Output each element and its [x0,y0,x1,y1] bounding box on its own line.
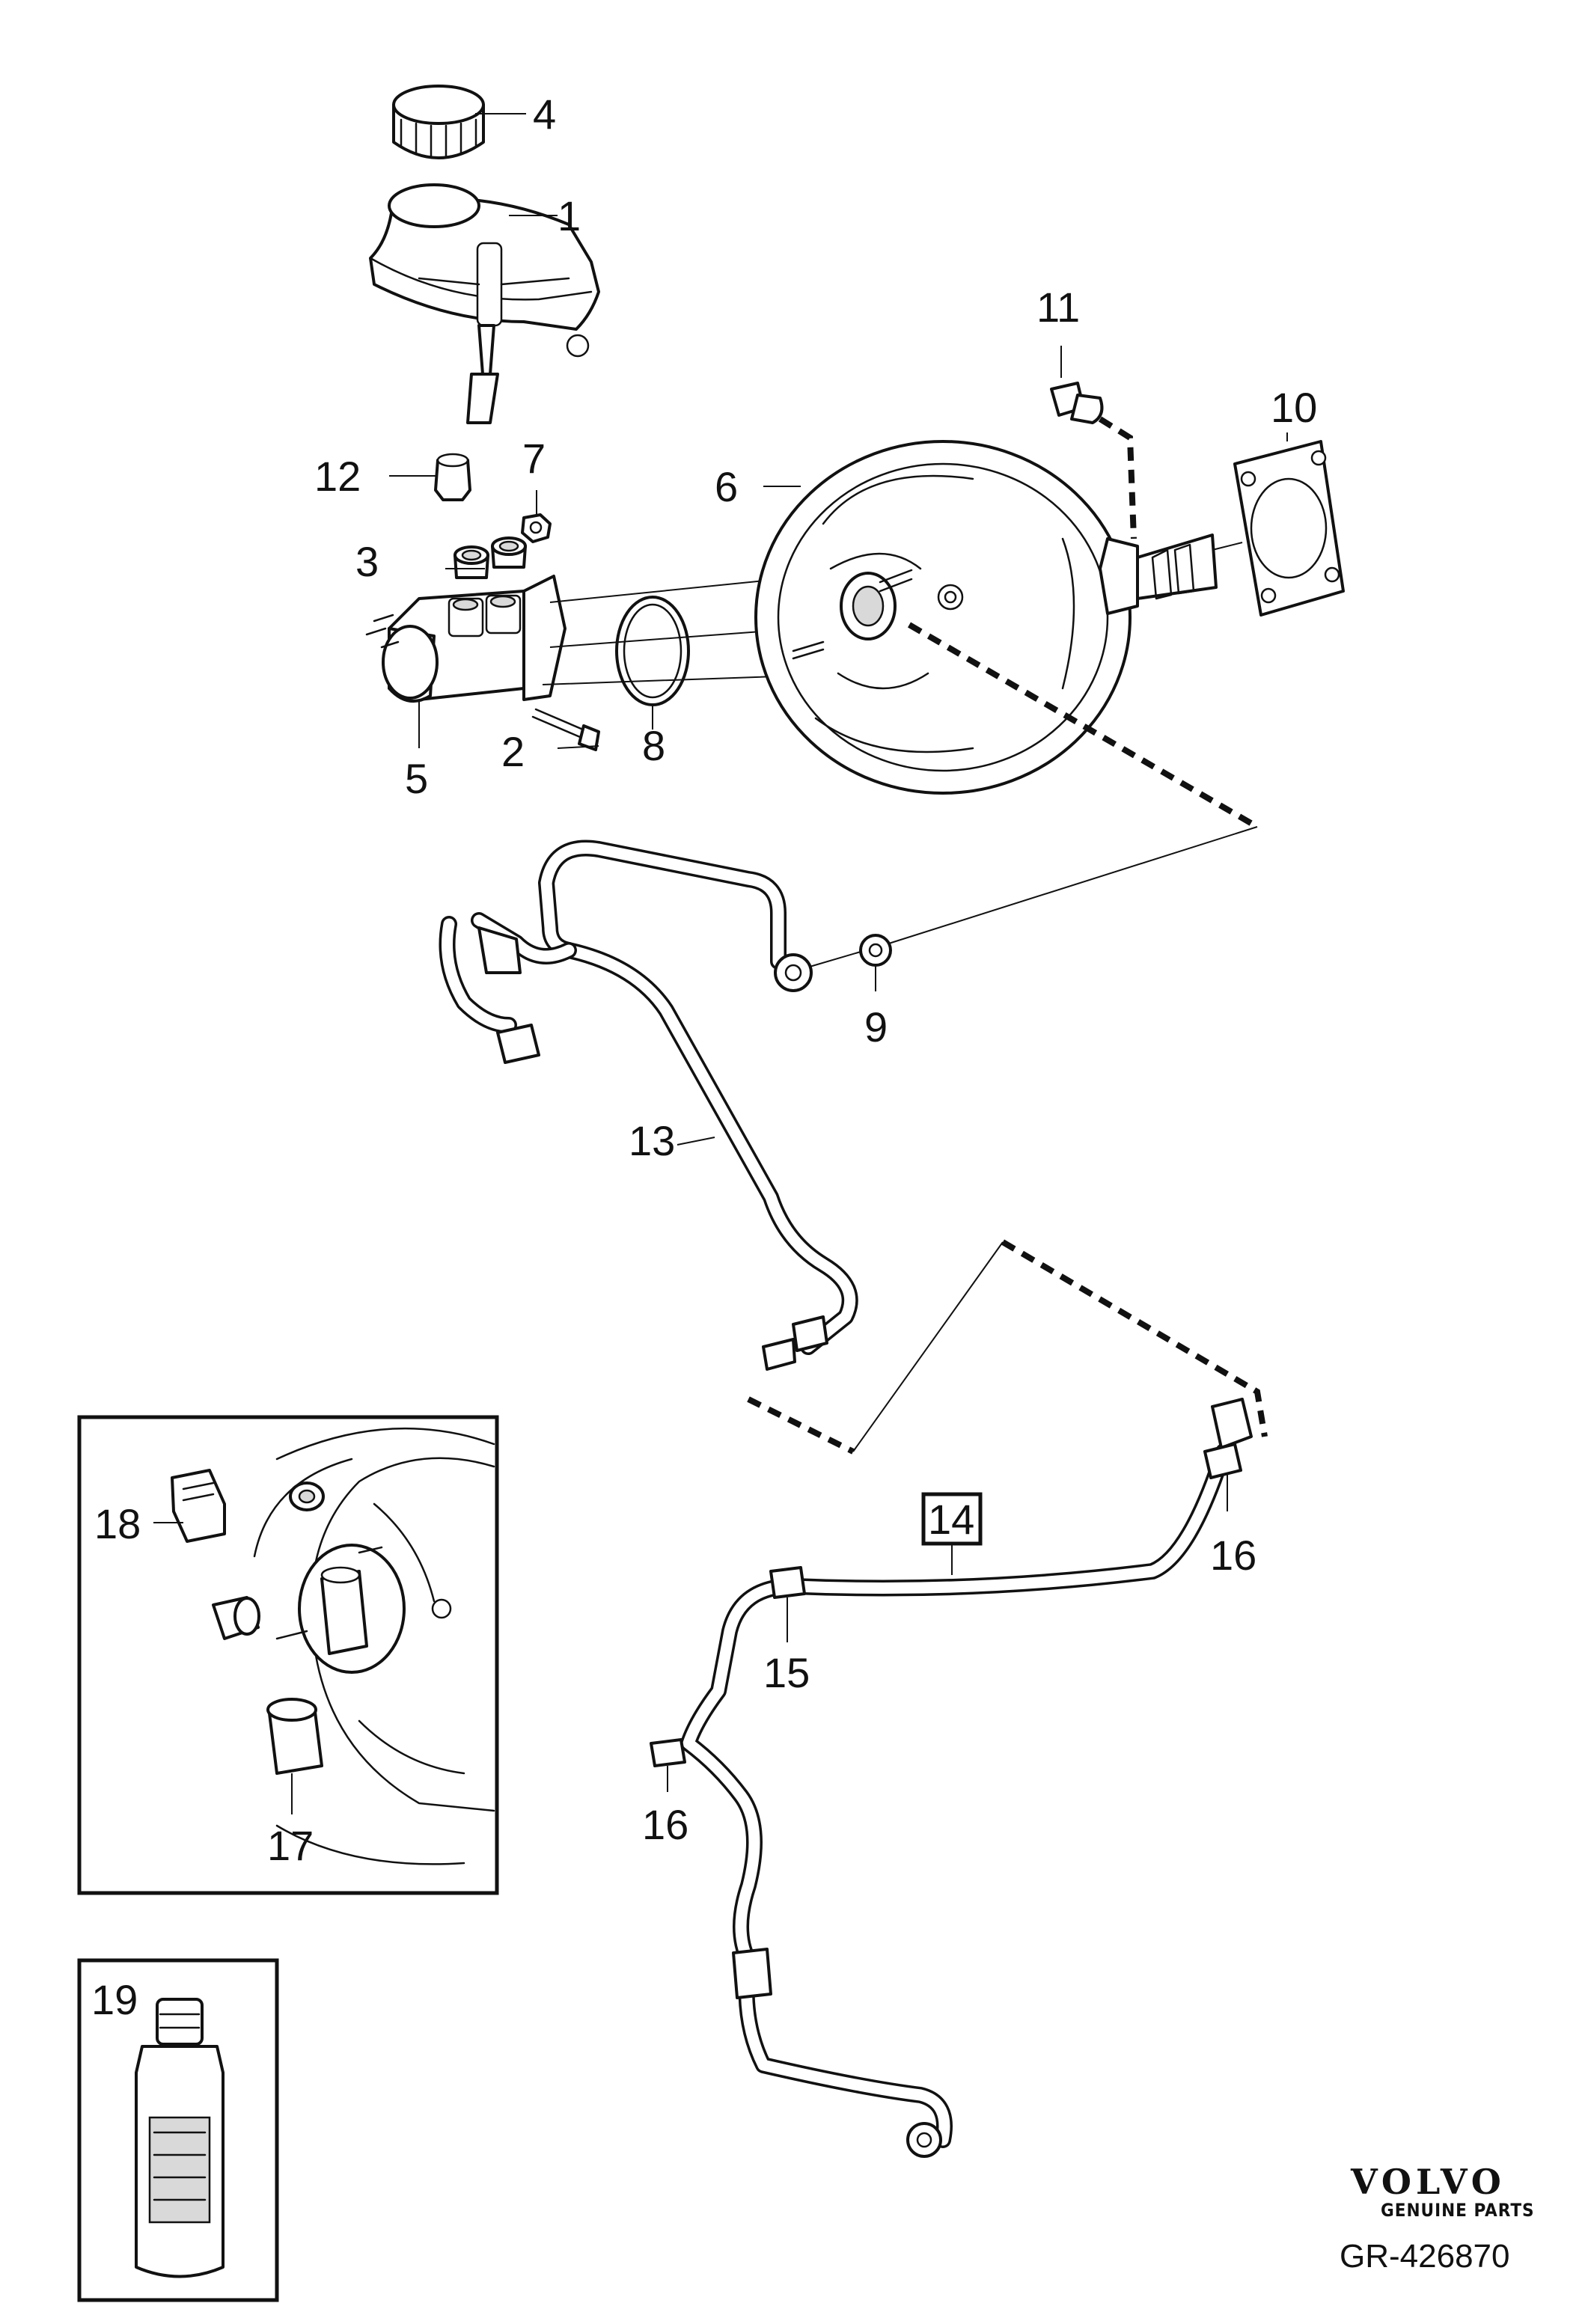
callout-3: 3 [355,538,379,585]
callout-13: 13 [629,1117,675,1164]
vacuum-check-valve [1050,382,1104,424]
sealing-washer [859,934,892,967]
callout-16-upper: 16 [1210,1532,1256,1579]
o-ring [615,596,690,706]
reservoir-cap [392,85,485,159]
reservoir-grommets [454,536,527,579]
push-rod-assembly [1136,533,1243,600]
callout-4: 4 [533,91,556,138]
callout-16-lower: 16 [642,1801,688,1848]
callout-6: 6 [715,463,738,510]
master-cylinder [365,575,567,703]
detail-inset-booster [77,1415,499,1895]
callout-14: 14 [928,1496,974,1543]
callout-7: 7 [522,435,546,482]
reservoir-seal [434,453,471,501]
detail-inset-brake-fluid [77,1958,279,2302]
callout-2: 2 [501,728,525,775]
callout-19: 19 [91,1976,138,2023]
mounting-bolt [531,708,600,751]
booster-gasket [1233,440,1345,617]
callout-5: 5 [405,755,428,802]
brand-logo: VOLVO [1350,2162,1506,2202]
vacuum-hose [439,840,858,1371]
callout-17: 17 [267,1822,314,1869]
callout-18: 18 [94,1500,141,1547]
callout-1: 1 [558,192,581,239]
mounting-nut [521,513,552,543]
callout-10: 10 [1271,384,1317,431]
drawing-number: GR-426870 [1340,2238,1509,2275]
callout-15: 15 [763,1649,810,1696]
callout-9: 9 [864,1003,888,1051]
brake-fluid-reservoir [369,183,600,424]
vacuum-hose-assembly [650,1398,1253,2158]
brand-tagline: GENUINE PARTS [1381,2200,1535,2221]
brake-booster [754,440,1139,795]
callout-8: 8 [642,722,665,769]
callout-12: 12 [314,453,361,500]
callout-11: 11 [1036,284,1080,331]
